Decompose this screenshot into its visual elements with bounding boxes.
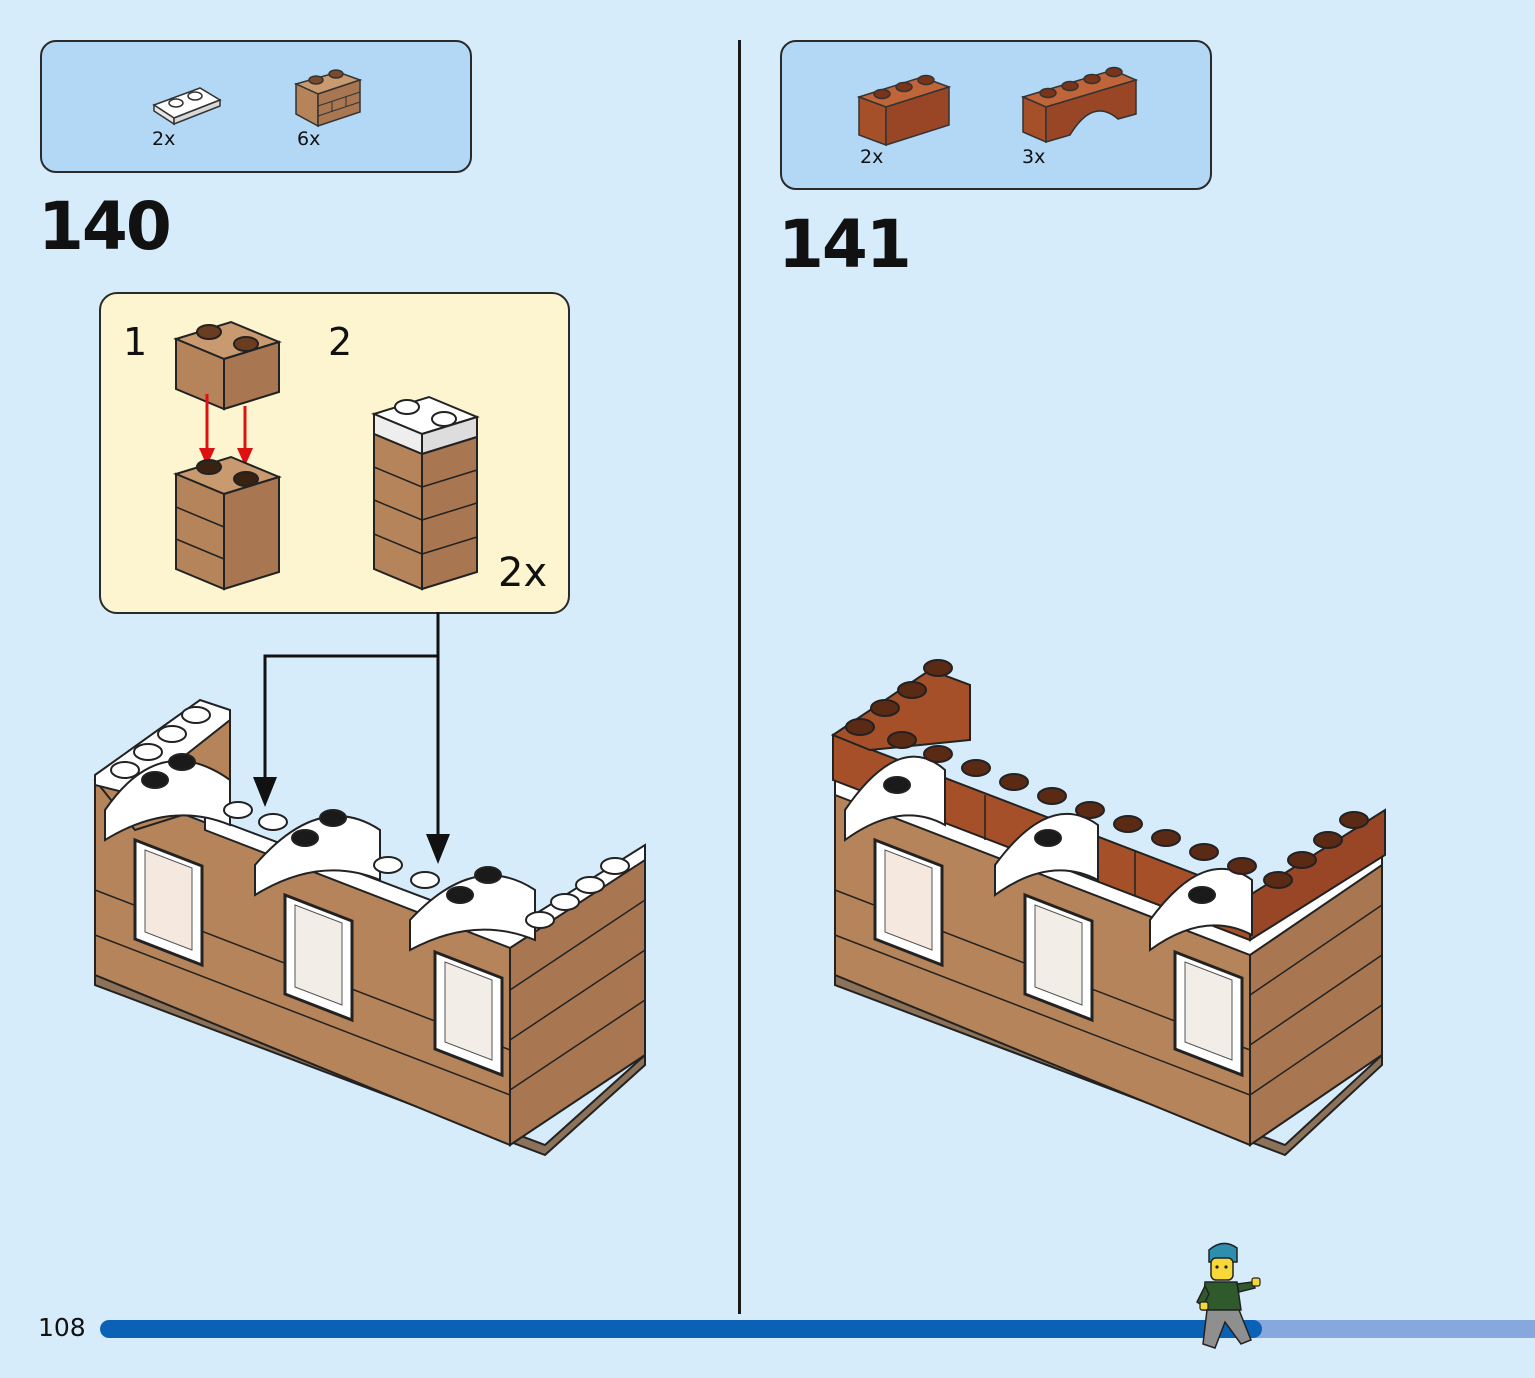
parts-callout-step-140: 2x 6x	[40, 40, 472, 173]
step-number: 141	[778, 206, 912, 283]
subassembly-callout: 1 2 2x	[99, 292, 570, 614]
step-number: 140	[38, 188, 172, 265]
part-qty: 3x	[1022, 146, 1046, 168]
step-141-model	[830, 659, 1386, 1157]
page-number: 108	[38, 1313, 86, 1342]
placement-arrows	[253, 612, 450, 864]
reddish-brown-arch-1x4-icon	[1020, 66, 1139, 144]
part-qty: 6x	[297, 128, 321, 150]
progress-bar	[100, 1320, 1535, 1338]
substep-number: 1	[123, 320, 148, 364]
subassembly-multiplier: 2x	[498, 550, 548, 596]
page-divider	[738, 40, 741, 1314]
subassembly-illustration	[173, 320, 480, 591]
part-qty: 2x	[860, 146, 884, 168]
reddish-brown-brick-1x3-icon	[856, 74, 952, 147]
brown-masonry-brick-1x2-icon	[293, 69, 363, 128]
step-140-model	[93, 698, 646, 1157]
substep-number: 2	[328, 320, 353, 364]
part-qty: 2x	[152, 128, 176, 150]
progress-bar-fill	[100, 1320, 1263, 1338]
minifigure-icon	[1196, 1242, 1261, 1349]
white-plate-1x2-icon	[152, 87, 222, 126]
parts-callout-step-141: 2x 3x	[780, 40, 1212, 190]
